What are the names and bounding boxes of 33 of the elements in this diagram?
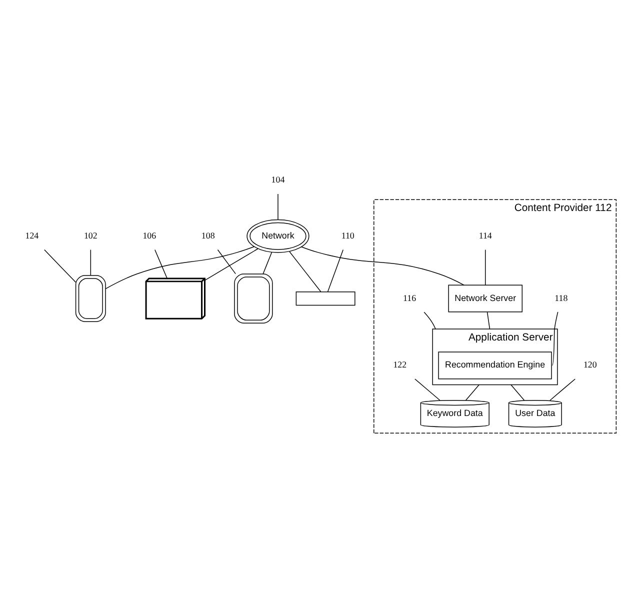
node-text: 110 (341, 230, 354, 240)
node-text: 106 (142, 230, 156, 240)
connector (289, 250, 322, 292)
connector (217, 248, 236, 274)
connector (154, 248, 168, 278)
connector (90, 248, 92, 276)
connector (204, 248, 258, 280)
node-box: Network Server (448, 284, 523, 312)
connector (105, 246, 255, 289)
node-text: 120 (583, 359, 597, 370)
node-text: 124 (25, 230, 39, 240)
node-box (296, 290, 356, 306)
connector (486, 311, 490, 329)
node-text: 102 (84, 230, 98, 240)
node-text: 114 (478, 230, 492, 240)
node-text: 104 (271, 174, 285, 184)
connector (484, 248, 486, 285)
node-tablet (234, 273, 273, 323)
connector (550, 378, 576, 400)
connector (301, 246, 465, 286)
connector (327, 248, 344, 292)
node-text: 122 (393, 359, 407, 370)
connector (44, 248, 76, 282)
connector (262, 251, 272, 274)
node-ellipse: Network (246, 218, 310, 252)
node-text: 108 (201, 230, 215, 240)
node-text: 116 (403, 292, 416, 302)
node-text: 118 (554, 292, 568, 302)
connector (424, 311, 436, 329)
node-box: Recommendation Engine (438, 351, 552, 379)
connector (465, 384, 480, 400)
connector (510, 384, 525, 400)
node-phone (75, 274, 106, 322)
